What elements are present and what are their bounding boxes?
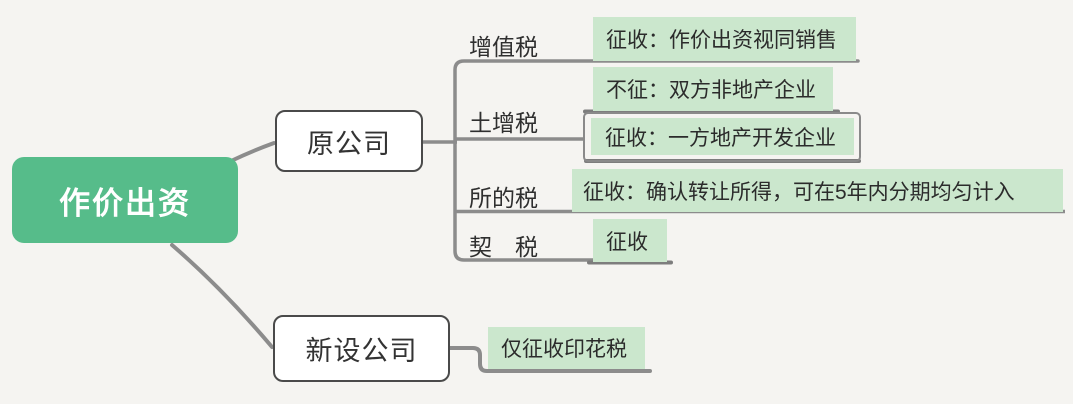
- leaf-deed-tax-levy[interactable]: 征收: [593, 219, 667, 262]
- node-land-value-tax[interactable]: 土增税: [469, 110, 538, 136]
- node-vat[interactable]: 增值税: [469, 34, 538, 60]
- leaf-vat-levy[interactable]: 征收：作价出资视同销售: [593, 17, 856, 61]
- node-new-company[interactable]: 新设公司: [273, 315, 450, 382]
- node-income-tax[interactable]: 所的税: [469, 185, 538, 211]
- root-topic[interactable]: 作价出资: [12, 157, 238, 243]
- leaf-lvt-levy[interactable]: 征收：一方地产开发企业: [591, 118, 854, 155]
- leaf-lvt-levy-border: 征收：一方地产开发企业: [583, 112, 861, 162]
- edge-root-original: [229, 141, 276, 163]
- node-deed-tax[interactable]: 契 税: [469, 234, 538, 260]
- leaf-lvt-no-levy[interactable]: 不征：双方非地产企业: [593, 67, 833, 111]
- node-original-company[interactable]: 原公司: [275, 110, 423, 172]
- edge-root-new: [170, 243, 274, 349]
- leaf-income-tax-levy[interactable]: 征收：确认转让所得，可在5年内分期均匀计入: [572, 169, 1063, 212]
- leaf-stamp-tax[interactable]: 仅征收印花税: [488, 327, 645, 369]
